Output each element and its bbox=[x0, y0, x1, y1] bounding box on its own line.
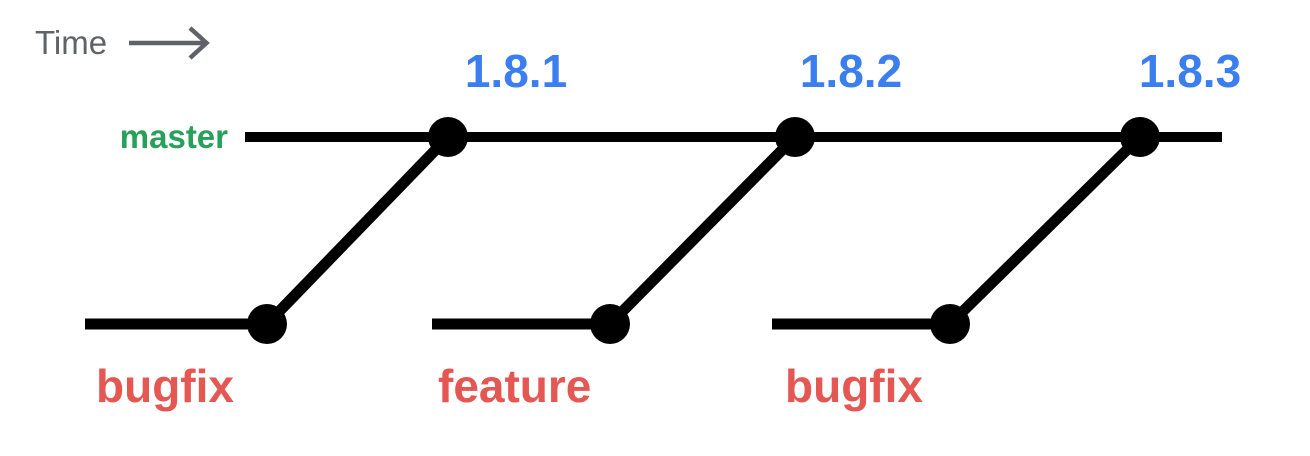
arrow-right-icon bbox=[129, 26, 210, 60]
release-tag-label: 1.8.1 bbox=[465, 45, 567, 97]
merge-line bbox=[606, 133, 799, 328]
master-branch: master bbox=[120, 118, 1222, 155]
branch-label: bugfix bbox=[785, 360, 923, 412]
merge-line bbox=[946, 133, 1144, 328]
release-tag-label: 1.8.3 bbox=[1139, 45, 1241, 97]
branch-feature: feature 1.8.2 bbox=[432, 45, 902, 412]
branch-bugfix-1: bugfix 1.8.1 bbox=[85, 45, 567, 412]
release-tag-label: 1.8.2 bbox=[800, 45, 902, 97]
master-merge-commit-dot bbox=[775, 117, 815, 157]
branch-commit-dot bbox=[247, 304, 287, 344]
arrow-head bbox=[188, 26, 210, 60]
master-merge-commit-dot bbox=[428, 117, 468, 157]
branch-label: bugfix bbox=[96, 360, 234, 412]
time-axis-label: Time bbox=[35, 24, 107, 61]
time-axis: Time bbox=[35, 24, 210, 61]
branch-commit-dot bbox=[930, 304, 970, 344]
branch-commit-dot bbox=[590, 304, 630, 344]
master-branch-label: master bbox=[120, 118, 228, 155]
branch-bugfix-2: bugfix 1.8.3 bbox=[772, 45, 1241, 412]
master-merge-commit-dot bbox=[1120, 117, 1160, 157]
branch-label: feature bbox=[438, 360, 591, 412]
merge-line bbox=[263, 133, 452, 328]
